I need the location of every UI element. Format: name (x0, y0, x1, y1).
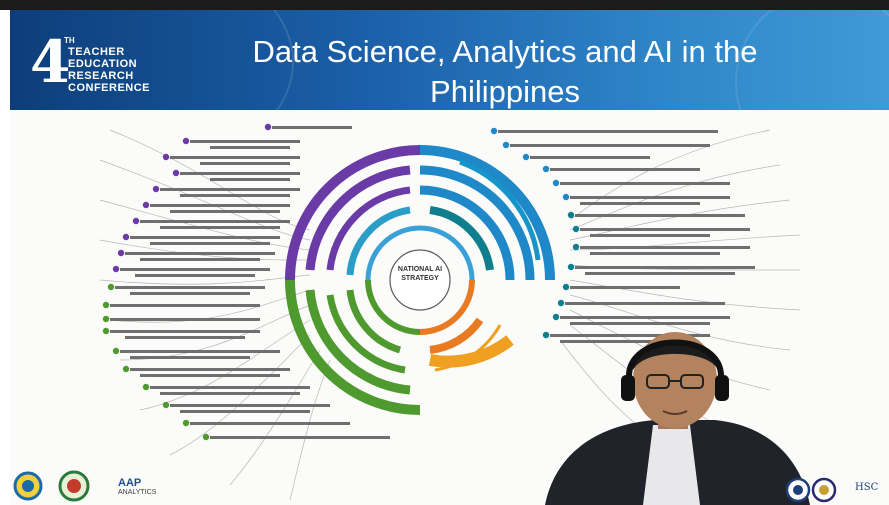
slide-header: 4 TH TEACHER EDUCATION RESEARCH CONFEREN… (10, 10, 889, 110)
strategy-rings (285, 145, 555, 415)
aap-analytics-logo: AAP ANALYTICS (118, 478, 156, 498)
top-strip (0, 0, 889, 10)
left-annotations (110, 126, 390, 439)
partner-logos (13, 470, 90, 502)
headphone-left (621, 375, 635, 401)
right-bullets (490, 127, 580, 339)
logo-line-1: TEACHER (68, 46, 125, 58)
headphone-right (715, 375, 729, 401)
conference-logo: 4 TH TEACHER EDUCATION RESEARCH CONFEREN… (30, 30, 160, 100)
logo-suffix: TH (64, 36, 75, 45)
slide-title-line-2: Philippines (430, 74, 580, 109)
left-bullets (102, 123, 272, 441)
aap-logo-text: AAP (118, 477, 142, 489)
right-partner-logos (786, 477, 837, 503)
slide-title: Data Science, Analytics and AI in the Ph… (175, 32, 835, 110)
header-decoration (10, 10, 294, 110)
slide-content: NATIONAL AI STRATEGY (10, 110, 889, 505)
right-annotations (498, 130, 755, 343)
speaker-shirt (643, 425, 700, 505)
hsc-logo: HSC (855, 482, 879, 493)
speaker-video (545, 332, 810, 505)
logo-line-3: RESEARCH (68, 70, 134, 82)
ai-strategy-diagram (99, 123, 801, 501)
center-circle (389, 249, 451, 311)
slide-title-line-1: Data Science, Analytics and AI in the (252, 34, 758, 69)
logo-line-4: CONFERENCE (68, 82, 151, 94)
aap-logo-sub: ANALYTICS (118, 489, 157, 496)
center-label: NATIONAL AI STRATEGY (397, 266, 443, 282)
logo-number: 4 (30, 28, 71, 96)
logo-line-2: EDUCATION (68, 58, 138, 70)
